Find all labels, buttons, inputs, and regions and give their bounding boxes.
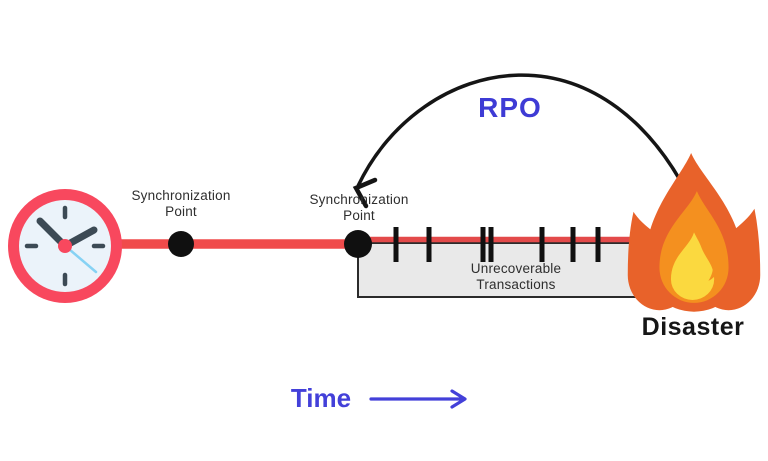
- unrecoverable-transactions-label: Unrecoverable Transactions: [470, 261, 562, 293]
- rpo-label: RPO: [478, 92, 542, 123]
- clock-icon: [8, 189, 122, 303]
- disaster-label: Disaster: [641, 313, 745, 341]
- fire-icon: [627, 152, 761, 312]
- transaction-ticks: [393, 227, 601, 262]
- sync-point-marker-right: [344, 230, 372, 258]
- sync-point-label-right: Synchronization Point: [309, 192, 409, 224]
- flame-curl: [702, 245, 720, 281]
- rpo-arrow-head: [352, 177, 378, 209]
- time-label: Time: [290, 383, 352, 413]
- curved-arrow-icon: [352, 73, 702, 221]
- sync-point-label-left: Synchronization Point: [131, 188, 231, 220]
- rpo-arrow-curve: [356, 73, 702, 221]
- sync-point-marker-left: [168, 231, 194, 257]
- clock-center-dot: [58, 239, 72, 253]
- arrow-right-icon: [369, 389, 467, 409]
- flame-inner-layer: [670, 232, 715, 300]
